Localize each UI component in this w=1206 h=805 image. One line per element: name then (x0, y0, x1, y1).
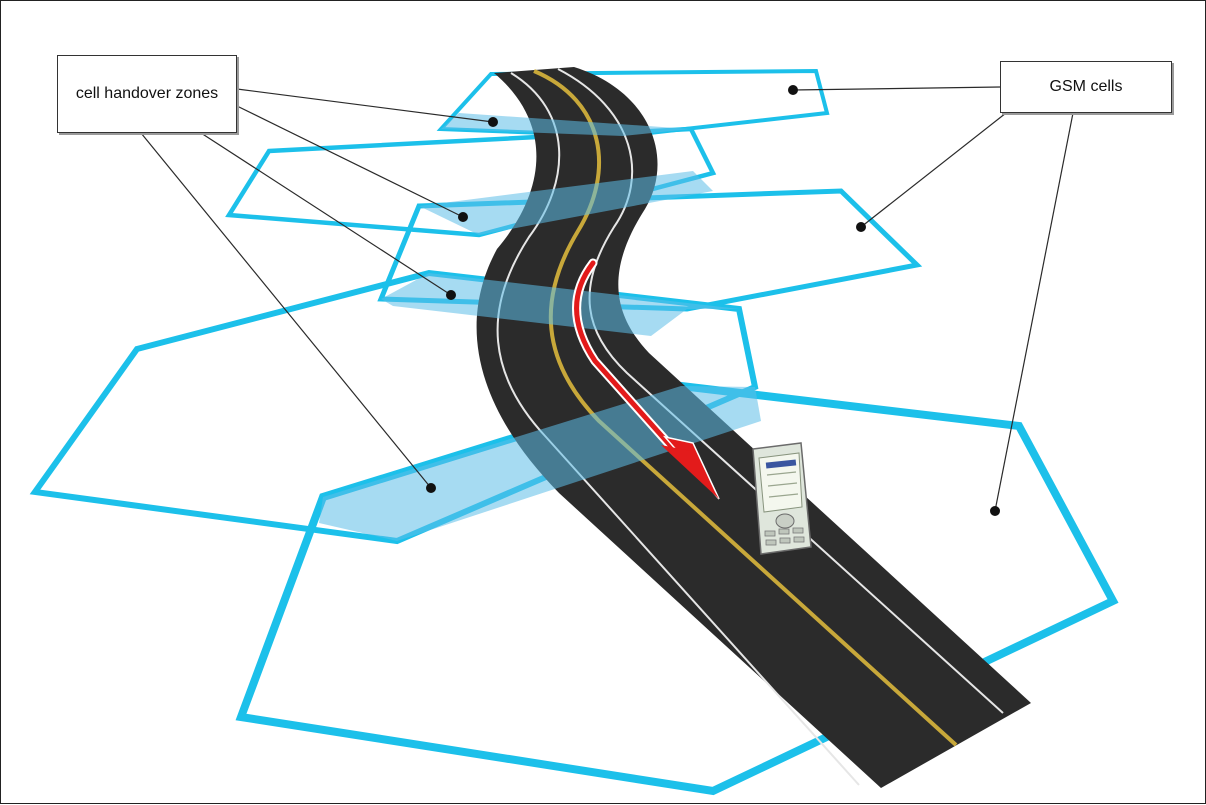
road-lane-line-right (557, 68, 1004, 714)
leader-line (236, 105, 464, 218)
direction-arrow-icon (572, 258, 720, 500)
leader-line (200, 132, 452, 296)
callout-dot (788, 85, 798, 95)
mobile-phone-icon (752, 442, 812, 555)
gsm-cell-1 (436, 68, 830, 139)
callout-dot (446, 290, 456, 300)
leader-line (792, 86, 1001, 91)
callout-dot (426, 483, 436, 493)
leader-line (140, 132, 432, 489)
handover-zones-label: cell handover zones (57, 55, 237, 133)
leader-line (860, 112, 1007, 228)
leader-line (236, 88, 494, 123)
callout-dot (458, 212, 468, 222)
callout-dot (990, 506, 1000, 516)
handover-zone-1 (441, 113, 691, 136)
callout-dot (856, 222, 866, 232)
callout-dot (488, 117, 498, 127)
road-surface (476, 67, 1031, 788)
leader-line (994, 112, 1074, 512)
road-center-line (533, 69, 958, 747)
handover-zone-2 (419, 171, 713, 235)
handover-zone-3 (381, 273, 739, 336)
gsm-cells-label: GSM cells (1000, 61, 1172, 113)
